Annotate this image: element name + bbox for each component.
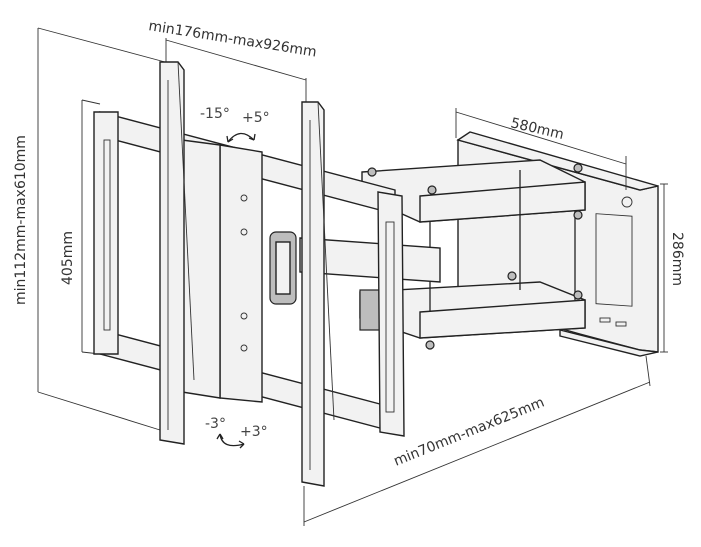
wall-plate-width-label: 580mm	[509, 115, 565, 143]
extension-label: min70mm-max625mm	[392, 395, 547, 470]
dimension-overall-height: min112mm-max610mm	[13, 27, 166, 431]
vertical-rail-right	[301, 101, 335, 487]
center-plate	[181, 139, 297, 403]
rail-spacing-label: min176mm-max926mm	[147, 18, 317, 60]
tilt-plus-label: +3°	[240, 424, 268, 440]
swivel-minus-label: -15°	[200, 106, 230, 122]
vertical-rail-left	[159, 61, 195, 445]
dimension-extension: min70mm-max625mm	[303, 355, 651, 526]
tilt-annotation: -3° +3°	[205, 416, 268, 449]
dimension-frame-height: 405mm	[60, 99, 101, 355]
swivel-plus-label: +5°	[242, 110, 270, 126]
swivel-arrow-icon	[227, 132, 255, 143]
articulating-arms	[299, 159, 586, 350]
swivel-annotation: -15° +5°	[200, 106, 270, 143]
tilt-arrow-icon	[219, 433, 245, 447]
tilt-minus-label: -3°	[205, 416, 226, 432]
dimension-wall-plate-height: 286mm	[660, 183, 685, 353]
overall-height-label: min112mm-max610mm	[13, 135, 29, 305]
frame-height-label: 405mm	[60, 231, 76, 285]
wall-plate-height-label: 286mm	[669, 232, 685, 286]
